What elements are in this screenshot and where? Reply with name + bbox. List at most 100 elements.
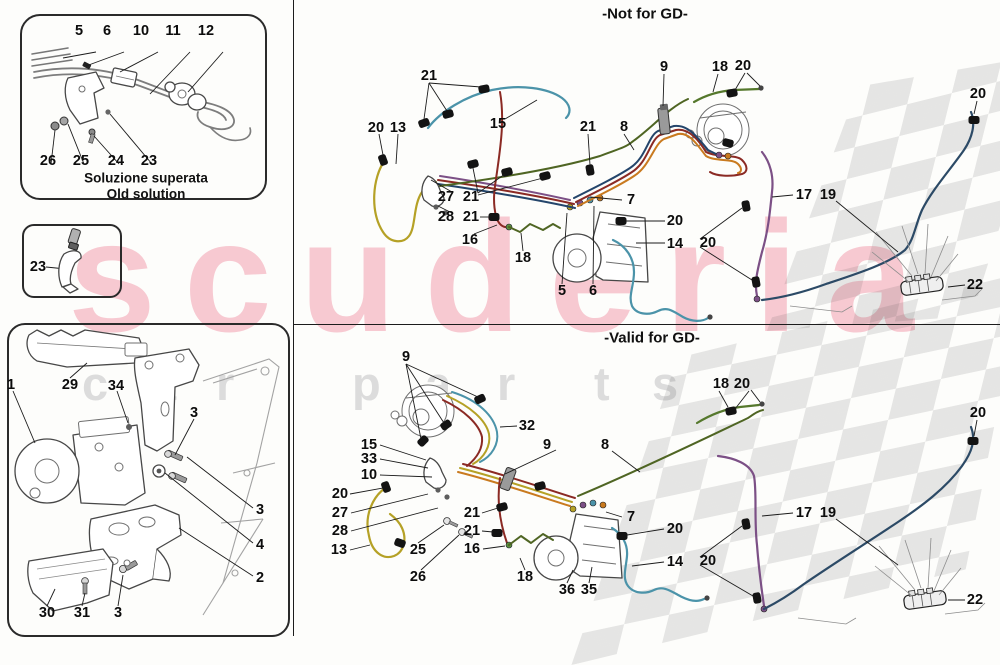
callout-label-9: 9 — [542, 436, 552, 453]
callout-label-20: 20 — [666, 520, 684, 537]
abs-mounting-drawing — [12, 329, 280, 616]
section-title-not-for-gd: -Not for GD- — [602, 5, 688, 23]
callout-label-23: 23 — [29, 258, 47, 275]
junction-bracket-27-28 — [421, 175, 448, 216]
callout-label-27: 27 — [331, 504, 349, 521]
callout-label-26: 26 — [39, 152, 57, 169]
part-22-connector-gd — [797, 537, 986, 625]
callout-label-21: 21 — [462, 188, 480, 205]
callout-label-24: 24 — [107, 152, 125, 169]
part-22-connector — [789, 223, 983, 313]
watermark-letter: r — [216, 357, 235, 410]
callout-label-21: 21 — [462, 208, 480, 225]
callout-label-30: 30 — [38, 604, 56, 621]
bracket-23-foot — [62, 283, 79, 294]
pump-part — [164, 81, 207, 111]
callout-label-20: 20 — [699, 552, 717, 569]
valid-for-gd-leaders — [349, 363, 978, 601]
callout-label-14: 14 — [666, 553, 684, 570]
mount-hardware — [152, 449, 188, 484]
callout-label-11: 11 — [165, 22, 181, 39]
callout-label-22: 22 — [966, 276, 984, 293]
callout-label-28: 28 — [437, 208, 455, 225]
callout-label-2: 2 — [255, 569, 265, 586]
not-for-gd-drawing — [373, 72, 983, 322]
vertical-divider — [293, 0, 295, 636]
callout-label-14: 14 — [666, 235, 684, 252]
callout-label-12: 12 — [197, 22, 215, 39]
callout-label-20: 20 — [666, 212, 684, 229]
callout-label-19: 19 — [819, 186, 837, 203]
callout-label-3: 3 — [189, 404, 199, 421]
brake-lines — [373, 85, 975, 322]
callout-label-18: 18 — [711, 58, 729, 75]
old-bracket-part — [64, 71, 105, 125]
old-solution-caption-en: Old solution — [106, 186, 186, 202]
callout-label-10: 10 — [132, 22, 150, 39]
callout-label-17: 17 — [795, 186, 813, 203]
sensor-part — [67, 228, 81, 251]
scuderia-watermark: scuderia — [68, 189, 942, 365]
callout-label-25: 25 — [72, 152, 90, 169]
callout-label-28: 28 — [331, 522, 349, 539]
callout-label-6: 6 — [102, 22, 112, 39]
abs-unit-part — [14, 416, 146, 506]
callout-label-20: 20 — [367, 119, 385, 136]
parts-diagram-page: { "titles": { "not_for_gd": "-Not for GD… — [6, 0, 1000, 636]
callout-label-8: 8 — [600, 436, 610, 453]
callout-label-15: 15 — [360, 436, 378, 453]
watermark-letter: t — [594, 357, 610, 410]
old-solution-box — [20, 14, 267, 200]
burst-lines — [789, 223, 983, 313]
callout-label-21: 21 — [579, 118, 597, 135]
callout-label-18: 18 — [712, 375, 730, 392]
callout-label-20: 20 — [331, 485, 349, 502]
brake-booster-gd — [390, 384, 455, 438]
callout-label-13: 13 — [389, 119, 407, 136]
old-solution-drawing — [31, 47, 252, 165]
junction-bracket-gd — [423, 457, 475, 541]
callout-label-21: 21 — [463, 522, 481, 539]
callout-label-15: 15 — [489, 115, 507, 132]
callout-label-19: 19 — [819, 504, 837, 521]
lower-screws — [81, 559, 138, 595]
callout-label-1: 1 — [6, 376, 16, 393]
bracket-box-drawing — [45, 228, 82, 294]
callout-label-18: 18 — [516, 568, 534, 585]
foam-pad-part — [26, 329, 148, 368]
callout-label-9: 9 — [401, 348, 411, 365]
callout-label-33: 33 — [360, 450, 378, 467]
shield-30-part — [27, 548, 114, 612]
junction-block-part — [110, 67, 138, 88]
bracket-23-part — [58, 250, 82, 288]
callout-label-21: 21 — [420, 67, 438, 84]
bracket-hole — [78, 85, 86, 93]
watermark-letter: r — [497, 357, 516, 410]
callout-label-36: 36 — [558, 581, 576, 598]
callout-label-17: 17 — [795, 504, 813, 521]
watermark-letter: p — [352, 357, 381, 410]
callout-label-21: 21 — [463, 504, 481, 521]
section-title-valid-for-gd: -Valid for GD- — [604, 329, 700, 347]
valid-for-gd-drawing — [349, 363, 986, 625]
valve-part-9 — [657, 103, 671, 135]
callout-label-7: 7 — [626, 508, 636, 525]
abs-pump-unit-gd — [533, 499, 623, 581]
callout-label-20: 20 — [969, 404, 987, 421]
old-solution-caption-it: Soluzione superata — [84, 170, 208, 186]
horizontal-divider — [293, 324, 1000, 326]
valve-part-9-gd — [499, 467, 517, 491]
callout-label-8: 8 — [619, 118, 629, 135]
callout-label-34: 34 — [107, 377, 125, 394]
callout-label-35: 35 — [580, 581, 598, 598]
callout-label-3: 3 — [255, 501, 265, 518]
callout-label-29: 29 — [61, 376, 79, 393]
chassis-frame — [202, 358, 280, 616]
not-for-gd-leaders — [378, 72, 978, 288]
callout-label-4: 4 — [255, 536, 265, 553]
old-solution-leaders — [50, 51, 224, 165]
callout-label-18: 18 — [514, 249, 532, 266]
callout-label-7: 7 — [626, 191, 636, 208]
callout-label-23: 23 — [140, 152, 158, 169]
